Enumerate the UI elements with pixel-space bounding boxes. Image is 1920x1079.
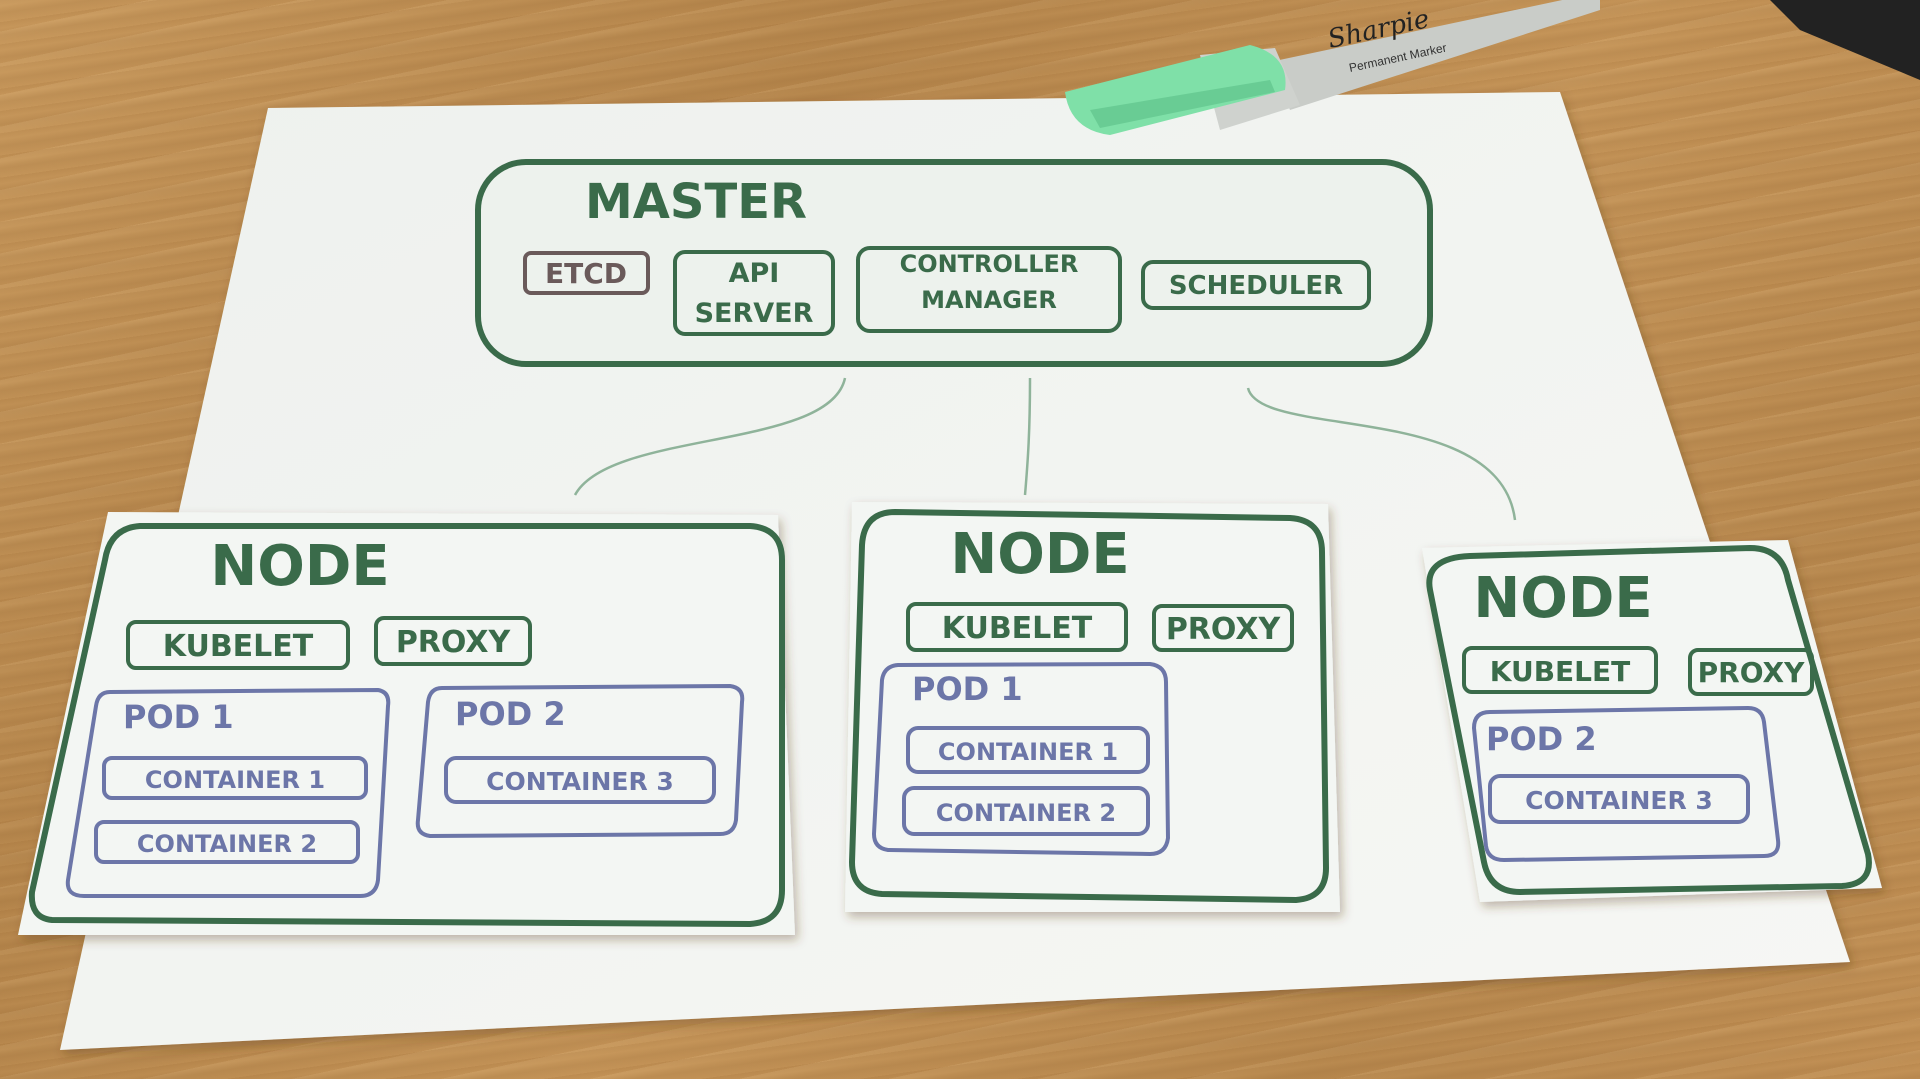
node-1-kubelet-label: KUBELET [163,629,314,664]
node-1-panel: NODE KUBELET PROXY POD 1 CONTAINER 1 CON… [18,512,795,935]
node-1-pod-2-box [415,683,745,839]
node-1-container-1-box [102,756,368,800]
controller-manager-label-line2: MANAGER [921,286,1057,314]
node-2-pod-1-box [871,661,1171,857]
master-title: MASTER [585,174,807,230]
master-panel: MASTER ETCD API SERVER CONTROLLER MANAGE… [475,159,1433,367]
connector-node-1 [573,377,847,496]
etcd-label: ETCD [545,257,627,290]
node-1-proxy-box [374,616,532,666]
connectors [573,377,1517,521]
node-2-kubelet-box [906,602,1128,652]
controller-manager-box [856,246,1122,333]
node-1-pod-1-box [65,687,391,898]
scheduler-label: SCHEDULER [1169,271,1343,301]
node-1-card [18,512,795,935]
node-1-pod-2-label: POD 2 [455,695,566,733]
node-2-kubelet-label: KUBELET [942,611,1093,646]
node-1-container-2-box [94,820,360,864]
node-2-proxy-label: PROXY [1166,612,1282,647]
connector-node-3 [1246,387,1517,521]
node-2-title: NODE [950,522,1129,587]
node-1-container-2-label: CONTAINER 2 [137,830,317,858]
node-1-container-3-label: CONTAINER 3 [486,767,674,796]
scheduler-box [1141,260,1371,310]
node-3-title: NODE [1473,566,1652,631]
node-3-kubelet-box [1462,646,1658,694]
node-3-card [1422,540,1882,902]
node-3-container-3-label: CONTAINER 3 [1525,786,1713,815]
connector-node-2 [1023,377,1032,496]
node-3-kubelet-label: KUBELET [1490,655,1630,688]
api-server-label-line1: API [729,258,780,289]
node-2-box [848,508,1330,904]
node-2-panel: NODE KUBELET PROXY POD 1 CONTAINER 1 CON… [845,502,1340,912]
node-2-container-1-box [906,726,1150,774]
node-3-panel: NODE KUBELET PROXY POD 2 CONTAINER 3 [1422,540,1882,902]
node-1-container-3-box [444,756,716,804]
node-3-container-3-box [1488,774,1750,824]
node-3-pod-2-box [1471,705,1781,863]
node-1-box [28,523,785,928]
node-3-proxy-box [1688,648,1814,696]
node-3-box [1426,544,1872,896]
node-1-container-1-label: CONTAINER 1 [145,766,325,794]
api-server-box [673,250,835,336]
node-3-pod-2-label: POD 2 [1486,720,1597,758]
master-box [475,159,1433,367]
node-2-container-1-label: CONTAINER 1 [938,738,1118,766]
node-2-pod-1-label: POD 1 [912,670,1023,708]
node-2-proxy-box [1152,604,1294,652]
api-server-label-line2: SERVER [695,298,814,329]
marker-pen: Sharpie Permanent Marker [1065,0,1920,135]
node-1-kubelet-box [126,620,350,670]
etcd-box [523,251,650,295]
node-1-proxy-label: PROXY [396,625,512,660]
node-3-proxy-label: PROXY [1698,656,1805,689]
node-1-title: NODE [210,534,389,599]
second-marker [1770,0,1920,80]
controller-manager-label-line1: CONTROLLER [900,250,1079,278]
node-1-pod-1-label: POD 1 [123,698,234,736]
node-2-container-2-box [902,786,1150,836]
node-2-container-2-label: CONTAINER 2 [936,799,1116,827]
